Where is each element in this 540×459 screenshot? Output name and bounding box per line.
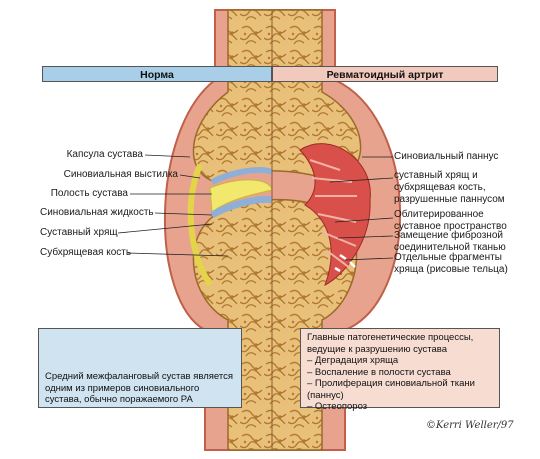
header-normal: Норма <box>42 66 272 82</box>
rice-bodies <box>334 253 356 273</box>
right-leader-lines <box>329 156 394 261</box>
inset-normal-finger: Средний межфаланговый сустав является од… <box>38 328 242 408</box>
artist-signature: ©Kerri Weller/97 <box>426 420 514 431</box>
pathogenesis-title: Главные патогенетические процессы, ведущ… <box>307 332 474 355</box>
pannus-strands <box>309 159 357 269</box>
label-fibrous-replacement: Замещение фиброзной соединительной ткань… <box>394 230 506 253</box>
pathogenesis-item: – Деградация хряща <box>307 355 399 366</box>
pathogenesis-item: – Пролиферация синовиальной ткани (панну… <box>307 378 475 401</box>
pathogenesis-item: – Воспаление в полости сустава <box>307 366 451 378</box>
articular-cartilage-lower <box>210 196 273 219</box>
label-obliterated-space: Облитерированное суставное пространство <box>394 209 507 232</box>
header-rheumatoid-arthritis: Ревматоидный артрит <box>272 66 498 82</box>
label-joint-cavity: Полость сустава <box>50 188 128 199</box>
label-articular-cartilage: Суставный хрящ <box>40 227 118 238</box>
left-leader-lines <box>117 154 229 257</box>
upper-bone <box>192 9 362 183</box>
pathogenesis-box: Главные патогенетические процессы, ведущ… <box>300 328 500 412</box>
pathogenesis-item: – Остеопороз <box>307 401 368 412</box>
label-synovial-pannus: Синовиальный паннус <box>394 151 499 162</box>
label-synovial-lining: Синовиальная выстилка <box>63 169 178 180</box>
label-subchondral-bone: Субхрящевая кость <box>40 247 132 258</box>
label-rice-bodies: Отдельные фрагменты хряща (рисовые тельц… <box>394 252 508 275</box>
label-destroyed-cartilage-bone: суставный хрящ и субхрящевая кость, разр… <box>394 170 505 205</box>
label-synovial-fluid: Синовиальная жидкость <box>40 207 154 218</box>
label-joint-capsule: Капсула сустава <box>66 149 143 160</box>
articular-cartilage-upper <box>210 167 274 185</box>
inset-caption: Средний межфаланговый сустав является од… <box>45 371 233 405</box>
